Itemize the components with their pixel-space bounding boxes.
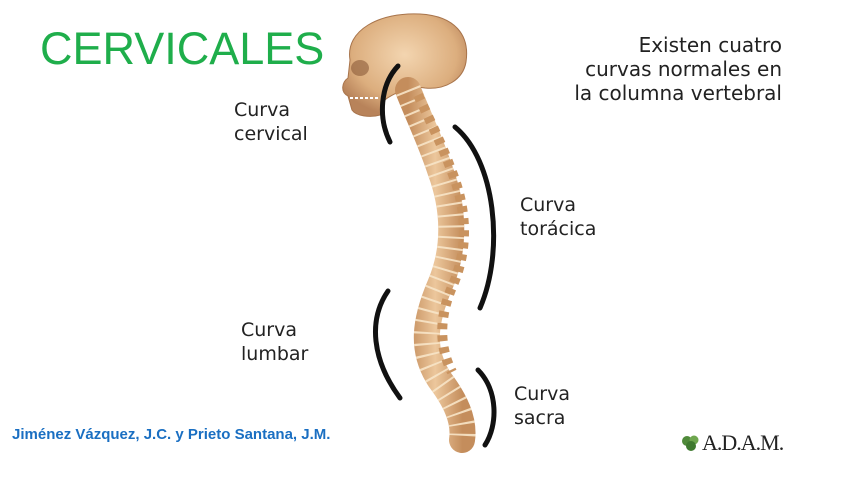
arc-sacra xyxy=(475,367,497,448)
label-curva-toracica: Curva torácica xyxy=(520,193,596,241)
intro-text: Existen cuatro curvas normales en la col… xyxy=(574,33,782,105)
label-curva-sacra: Curva sacra xyxy=(514,382,570,430)
page-title: CERVICALES xyxy=(40,23,325,74)
curve-arcs xyxy=(373,63,497,448)
arc-cervical xyxy=(379,63,401,145)
label-line: Curva xyxy=(234,99,291,121)
label-line: Curva xyxy=(520,194,577,216)
adam-logo: A.D.A.M. xyxy=(680,430,784,456)
label-line: Curva xyxy=(241,319,298,341)
arc-lumbar xyxy=(373,288,403,401)
logo-text: A.D.A.M. xyxy=(702,430,784,455)
intro-line-3: la columna vertebral xyxy=(574,81,782,105)
label-line: cervical xyxy=(234,123,308,145)
leaf-icon xyxy=(682,435,699,451)
label-line: lumbar xyxy=(241,343,309,365)
skull xyxy=(342,13,468,117)
spine xyxy=(395,77,476,453)
label-line: torácica xyxy=(520,218,597,240)
author-credit: Jiménez Vázquez, J.C. y Prieto Santana, … xyxy=(12,426,331,443)
intro-line-1: Existen cuatro xyxy=(638,33,782,57)
arc-toracica xyxy=(452,124,497,311)
label-line: sacra xyxy=(514,407,566,429)
label-line: Curva xyxy=(514,383,571,405)
intro-line-2: curvas normales en xyxy=(585,57,782,81)
label-curva-cervical: Curva cervical xyxy=(234,98,308,146)
label-curva-lumbar: Curva lumbar xyxy=(241,318,308,366)
